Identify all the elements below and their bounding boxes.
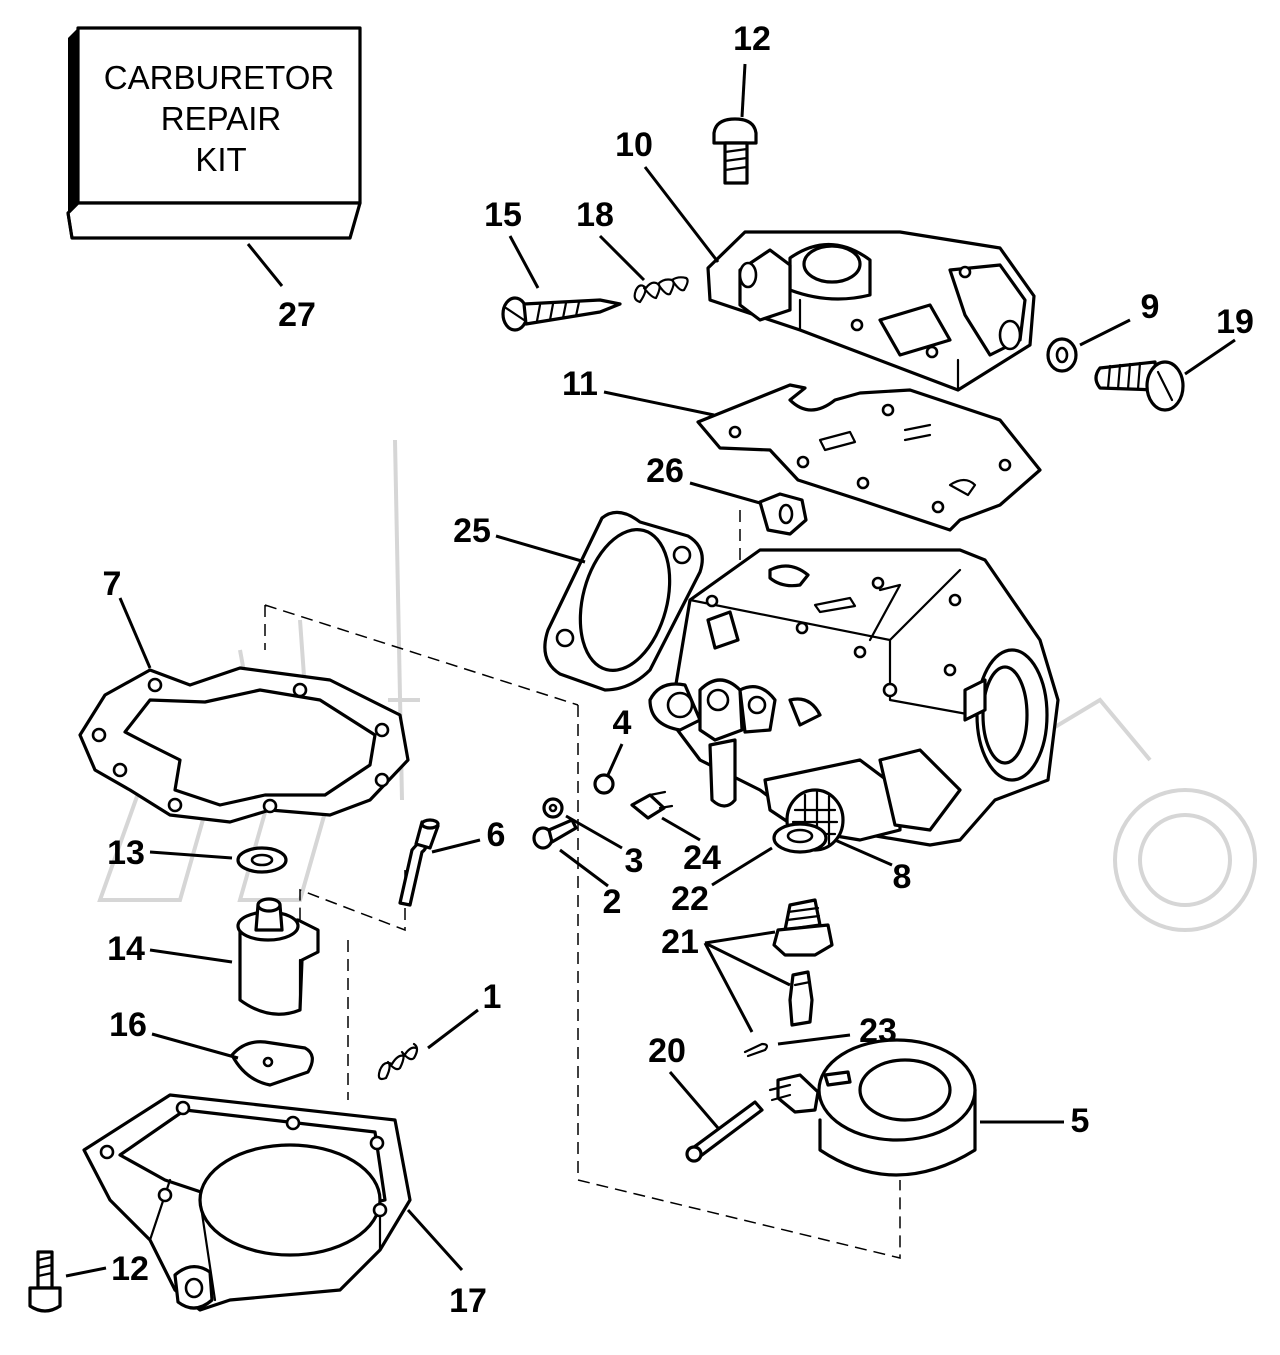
nut-part-26 (758, 492, 808, 536)
callout-19: 19 (1216, 303, 1254, 341)
screw-part-12-top (712, 117, 758, 185)
callout-26: 26 (646, 452, 684, 490)
washer-part-9 (1046, 337, 1078, 373)
callout-5: 5 (1071, 1102, 1090, 1140)
callout-14: 14 (107, 930, 145, 968)
fitting-part-24 (630, 790, 674, 820)
callout-7: 7 (103, 565, 122, 603)
callout-8: 8 (893, 858, 912, 896)
kit-label-line1: CARBURETOR (104, 59, 334, 96)
callout-6: 6 (487, 816, 506, 854)
washer-part-3 (542, 797, 564, 819)
inlet-needle-and-seat-part-21 (772, 898, 834, 1027)
callout-9: 9 (1141, 288, 1160, 326)
callout-24: 24 (683, 839, 721, 877)
callout-12-top: 12 (733, 20, 771, 58)
spring-part-18 (633, 276, 689, 304)
callout-17: 17 (449, 1282, 487, 1320)
needle-screw-part-15 (501, 296, 622, 332)
screw-part-2 (532, 818, 578, 850)
carburetor-repair-kit-box: CARBURETOR REPAIR KIT (66, 26, 362, 240)
callout-16: 16 (109, 1006, 147, 1044)
callout-25: 25 (453, 512, 491, 550)
callout-18: 18 (576, 196, 614, 234)
callout-1: 1 (483, 978, 502, 1016)
callout-27: 27 (278, 296, 316, 334)
bowl-gasket-part-7 (78, 666, 410, 824)
float-bowl-part-17 (82, 1093, 412, 1312)
cap-part-4 (593, 773, 615, 795)
washer-part-13 (236, 846, 288, 874)
pin-part-20 (685, 1100, 764, 1163)
callout-20: 20 (648, 1032, 686, 1070)
carburetor-body (648, 548, 1060, 847)
plunger-part-14 (236, 897, 320, 1016)
washer-part-22 (772, 822, 828, 854)
callout-22: 22 (671, 880, 709, 918)
callout-15: 15 (484, 196, 522, 234)
callout-10: 10 (615, 126, 653, 164)
callout-13: 13 (107, 834, 145, 872)
screw-part-12-bottom (28, 1250, 62, 1313)
clip-part-23 (743, 1042, 768, 1058)
carburetor-cover-part-10 (706, 230, 1036, 392)
callout-3: 3 (625, 842, 644, 880)
tube-part-6 (398, 818, 440, 907)
callout-11: 11 (562, 365, 598, 403)
kit-label-line3: KIT (195, 141, 246, 178)
callout-2: 2 (603, 883, 622, 921)
callout-12-bottom: 12 (111, 1250, 149, 1288)
screw-part-19 (1094, 360, 1185, 412)
spring-part-1 (377, 1042, 419, 1081)
gasket-part-11 (696, 383, 1042, 532)
plate-part-16 (230, 1040, 314, 1087)
float-part-5 (768, 1038, 977, 1177)
flange-gasket-part-25 (543, 510, 704, 692)
callout-4: 4 (613, 704, 632, 742)
callout-21: 21 (661, 923, 699, 961)
kit-label-line2: REPAIR (161, 100, 281, 137)
